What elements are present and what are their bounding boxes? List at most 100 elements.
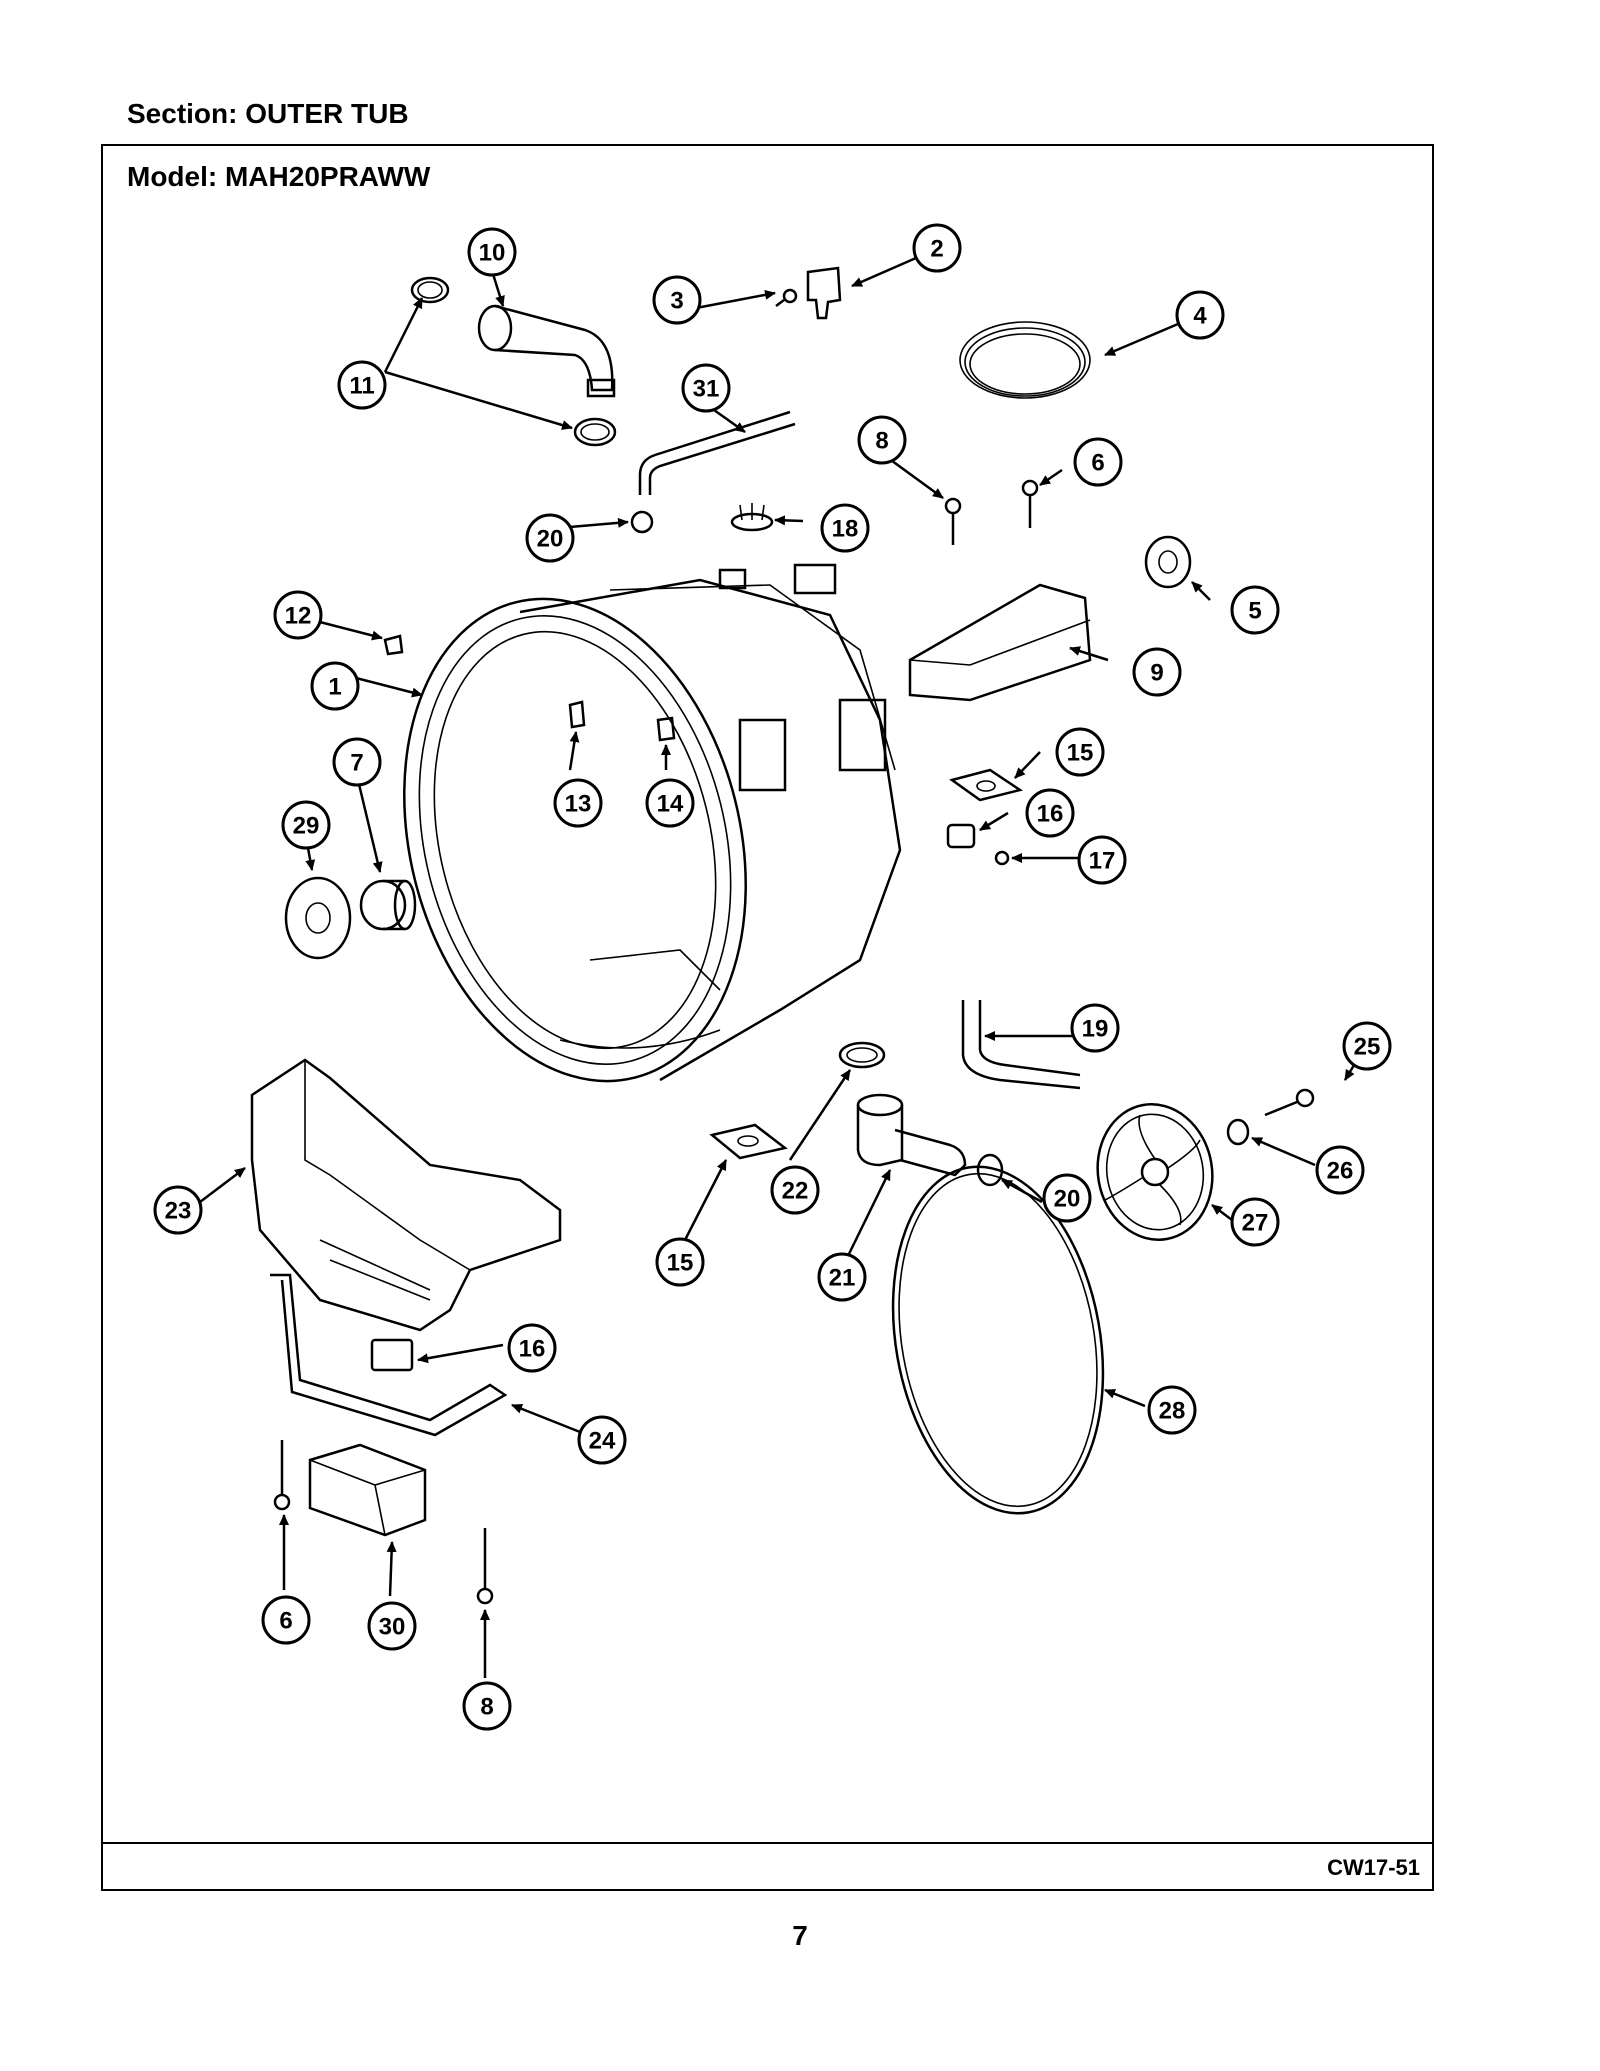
callout-29: 29 xyxy=(281,800,331,850)
svg-text:8: 8 xyxy=(875,428,888,455)
part-11-clamp xyxy=(410,276,617,447)
svg-text:20: 20 xyxy=(537,526,564,553)
callout-23: 23 xyxy=(153,1185,203,1235)
outer-tub xyxy=(403,563,902,1083)
callout-9: 9 xyxy=(1132,647,1182,697)
svg-text:31: 31 xyxy=(693,376,720,403)
callout-20: 20 xyxy=(525,513,575,563)
callout-7: 7 xyxy=(332,737,382,787)
part-25-bolt xyxy=(1264,1088,1315,1117)
svg-text:29: 29 xyxy=(293,813,320,840)
callout-16-lower: 16 xyxy=(507,1323,557,1373)
part-3-screw xyxy=(775,288,798,307)
part-4-wire xyxy=(959,321,1091,399)
part-23-base xyxy=(250,1058,562,1332)
part-24-brace xyxy=(270,1273,508,1437)
page-number: 7 xyxy=(792,1920,808,1951)
callout-16: 16 xyxy=(1025,788,1075,838)
part-27-pulley xyxy=(1096,1103,1214,1241)
svg-text:26: 26 xyxy=(1327,1158,1354,1185)
footer-divider xyxy=(101,1842,1434,1844)
part-8-bolt xyxy=(944,497,962,545)
part-22-clamp xyxy=(838,1041,886,1069)
callout-11: 11 xyxy=(337,360,387,410)
diagram-frame xyxy=(101,144,1434,1891)
svg-text:16: 16 xyxy=(1037,801,1064,828)
svg-text:10: 10 xyxy=(479,240,506,267)
svg-text:6: 6 xyxy=(279,1608,292,1635)
part-28-belt xyxy=(891,1165,1105,1515)
callout-6: 6 xyxy=(1073,437,1123,487)
callout-27: 27 xyxy=(1230,1197,1280,1247)
svg-text:11: 11 xyxy=(349,373,374,400)
callout-15: 15 xyxy=(1055,727,1105,777)
part-29-seal xyxy=(284,876,352,960)
callout-5: 5 xyxy=(1230,585,1280,635)
part-30-block xyxy=(308,1443,427,1537)
svg-text:15: 15 xyxy=(667,1250,694,1277)
callout-8: 8 xyxy=(857,415,907,465)
part-7-bearing xyxy=(359,879,417,931)
svg-text:19: 19 xyxy=(1082,1016,1109,1043)
callout-2: 2 xyxy=(912,223,962,273)
svg-text:16: 16 xyxy=(519,1336,546,1363)
part-2-bracket xyxy=(806,266,842,320)
part-5-washer xyxy=(1144,535,1192,589)
callout-13: 13 xyxy=(553,778,603,828)
svg-text:6: 6 xyxy=(1091,450,1104,477)
callout-30: 30 xyxy=(367,1601,417,1651)
part-13-clip xyxy=(568,700,586,729)
part-8-bolt-lower xyxy=(476,1528,494,1605)
callout-28: 28 xyxy=(1147,1385,1197,1435)
svg-text:14: 14 xyxy=(657,791,684,818)
callout-12: 12 xyxy=(273,590,323,640)
svg-text:12: 12 xyxy=(285,603,312,630)
part-14-clip xyxy=(656,716,676,742)
callout-10: 10 xyxy=(467,227,517,277)
part-20-clamp xyxy=(630,510,654,534)
svg-text:28: 28 xyxy=(1159,1398,1186,1425)
part-6-bolt xyxy=(1021,479,1039,528)
part-21-pump-hose xyxy=(856,1093,967,1177)
callout-19: 19 xyxy=(1070,1003,1120,1053)
svg-text:15: 15 xyxy=(1067,740,1094,767)
svg-text:20: 20 xyxy=(1054,1186,1081,1213)
callout-25: 25 xyxy=(1342,1021,1392,1071)
svg-text:23: 23 xyxy=(165,1198,192,1225)
part-16-block xyxy=(946,823,976,849)
callout-17: 17 xyxy=(1077,835,1127,885)
callout-6-lower: 6 xyxy=(261,1595,311,1645)
part-10-hose xyxy=(477,304,616,398)
part-6-bolt-lower xyxy=(273,1440,291,1511)
leader-lines xyxy=(199,256,1364,1678)
part-17-screw xyxy=(994,850,1010,866)
callout-1: 1 xyxy=(310,661,360,711)
callout-26: 26 xyxy=(1315,1145,1365,1195)
part-31-tube xyxy=(638,410,796,495)
part-15-plate xyxy=(949,768,1024,802)
svg-text:25: 25 xyxy=(1354,1034,1381,1061)
svg-text:7: 7 xyxy=(350,750,363,777)
svg-text:22: 22 xyxy=(782,1178,809,1205)
svg-text:2: 2 xyxy=(930,236,943,263)
svg-text:18: 18 xyxy=(832,516,859,543)
part-26-washer xyxy=(1226,1118,1250,1146)
svg-text:8: 8 xyxy=(480,1694,493,1721)
svg-text:24: 24 xyxy=(589,1428,616,1455)
callout-15-lower: 15 xyxy=(655,1237,705,1287)
svg-text:9: 9 xyxy=(1150,660,1163,687)
callout-24: 24 xyxy=(577,1415,627,1465)
part-19-hose xyxy=(961,1000,1081,1090)
callout-14: 14 xyxy=(645,778,695,828)
part-9-counterweight xyxy=(908,583,1092,702)
part-18-cap xyxy=(730,503,774,532)
svg-text:5: 5 xyxy=(1248,598,1261,625)
svg-text:21: 21 xyxy=(829,1265,856,1292)
callout-8-lower: 8 xyxy=(462,1681,512,1731)
part-12-clip xyxy=(383,634,404,656)
diagram-code: CW17-51 xyxy=(1327,1855,1420,1880)
svg-text:4: 4 xyxy=(1193,303,1207,330)
section-title: Section: OUTER TUB xyxy=(127,98,409,129)
svg-text:27: 27 xyxy=(1242,1210,1269,1237)
